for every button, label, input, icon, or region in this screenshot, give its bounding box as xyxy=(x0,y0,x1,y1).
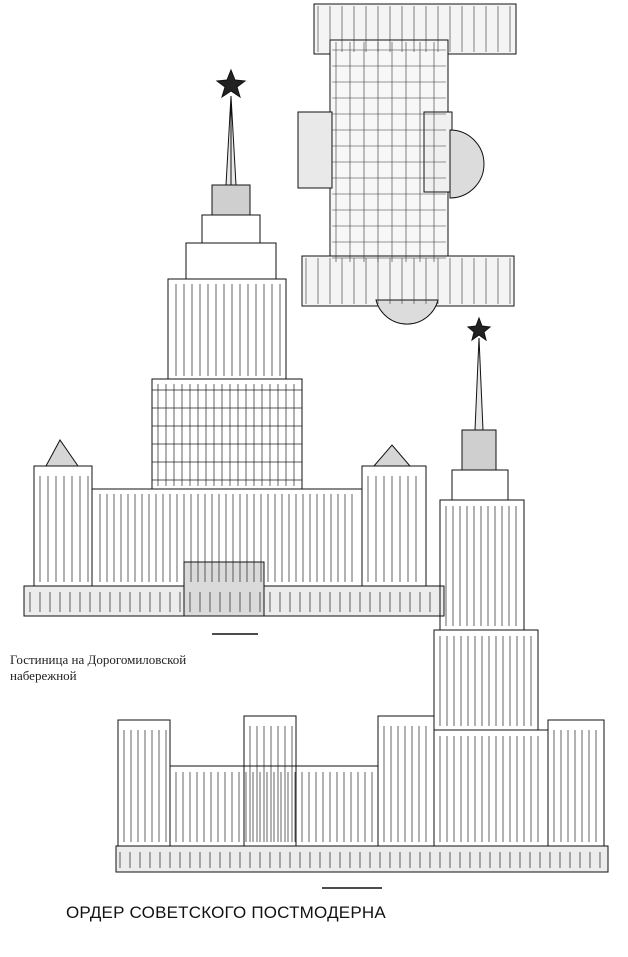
second-elevation-drawing xyxy=(115,316,609,889)
hotel-elevation-drawing xyxy=(23,68,445,635)
caption-line-1: Гостиница на Дорогомиловской xyxy=(10,652,187,667)
building-caption: Гостиница на Дорогомиловской набережной xyxy=(10,652,250,684)
caption-line-2: набережной xyxy=(10,668,77,683)
floor-plan-drawing xyxy=(297,3,517,325)
sheet-title: ОРДЕР СОВЕТСКОГО ПОСТМОДЕРНА xyxy=(66,903,386,922)
